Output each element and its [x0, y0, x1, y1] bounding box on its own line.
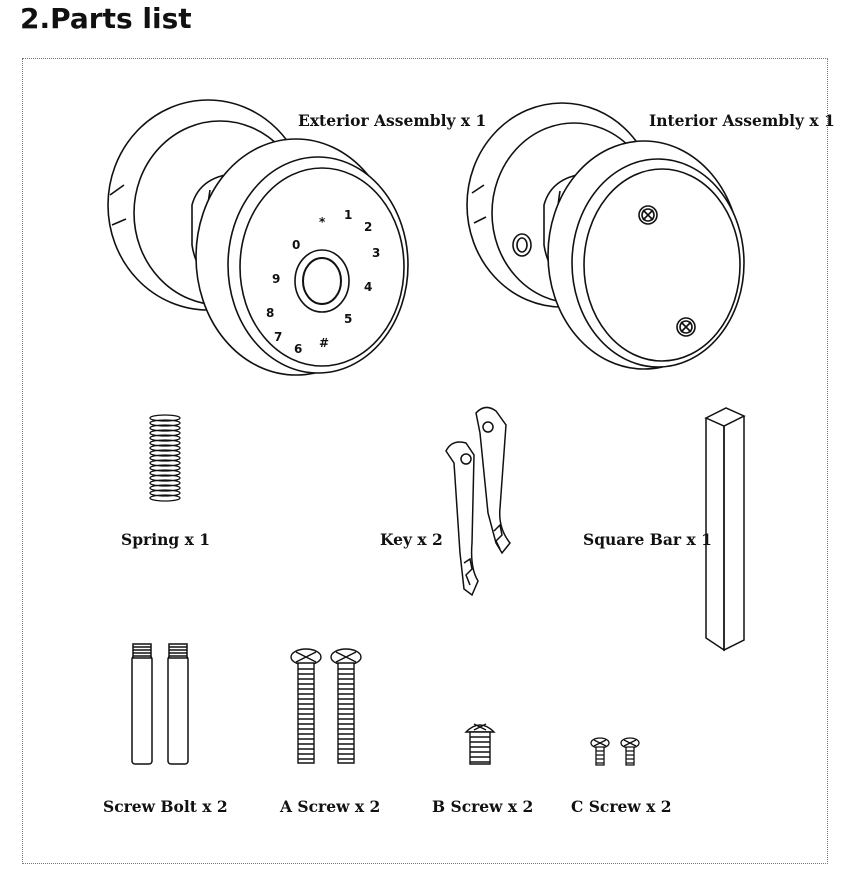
digit-0: 0 — [292, 238, 300, 252]
digit-2: 2 — [364, 220, 372, 234]
digit-3: 3 — [372, 246, 380, 260]
screw-bolt-illustration — [122, 638, 202, 770]
parts-frame — [22, 58, 828, 864]
a-screw-illustration — [286, 643, 370, 771]
interior-assembly-illustration — [462, 95, 752, 385]
label-a-screw: A Screw x 2 — [280, 797, 381, 816]
digit-8: 8 — [266, 306, 274, 320]
digit-7: 7 — [274, 330, 282, 344]
square-bar-illustration — [700, 402, 750, 658]
label-key: Key x 2 — [380, 530, 443, 549]
b-screw-illustration — [460, 718, 500, 768]
label-square-bar: Square Bar x 1 — [583, 530, 712, 549]
digit-9: 9 — [272, 272, 280, 286]
exterior-assembly-illustration: 1 2 3 4 5 6 7 8 9 0 * # — [100, 95, 410, 385]
digit-1: 1 — [344, 208, 352, 222]
c-screw-illustration — [588, 735, 644, 769]
digit-4: 4 — [364, 280, 372, 294]
label-interior-assembly: Interior Assembly x 1 — [649, 111, 835, 130]
digit-hash: # — [319, 336, 329, 350]
digit-5: 5 — [344, 312, 352, 326]
label-c-screw: C Screw x 2 — [571, 797, 672, 816]
screw-head-icon — [639, 206, 657, 224]
label-spring: Spring x 1 — [121, 530, 211, 549]
label-screw-bolt: Screw Bolt x 2 — [103, 797, 228, 816]
key-illustration — [440, 403, 520, 603]
label-exterior-assembly: Exterior Assembly x 1 — [298, 111, 487, 130]
keypad-digits: 1 2 3 4 5 6 7 8 9 0 * # — [266, 208, 380, 356]
page-title: 2.Parts list — [20, 2, 192, 35]
digit-6: 6 — [294, 342, 302, 356]
screw-head-icon — [677, 318, 695, 336]
spring-illustration — [145, 410, 185, 506]
label-b-screw: B Screw x 2 — [432, 797, 534, 816]
digit-star: * — [319, 215, 326, 229]
